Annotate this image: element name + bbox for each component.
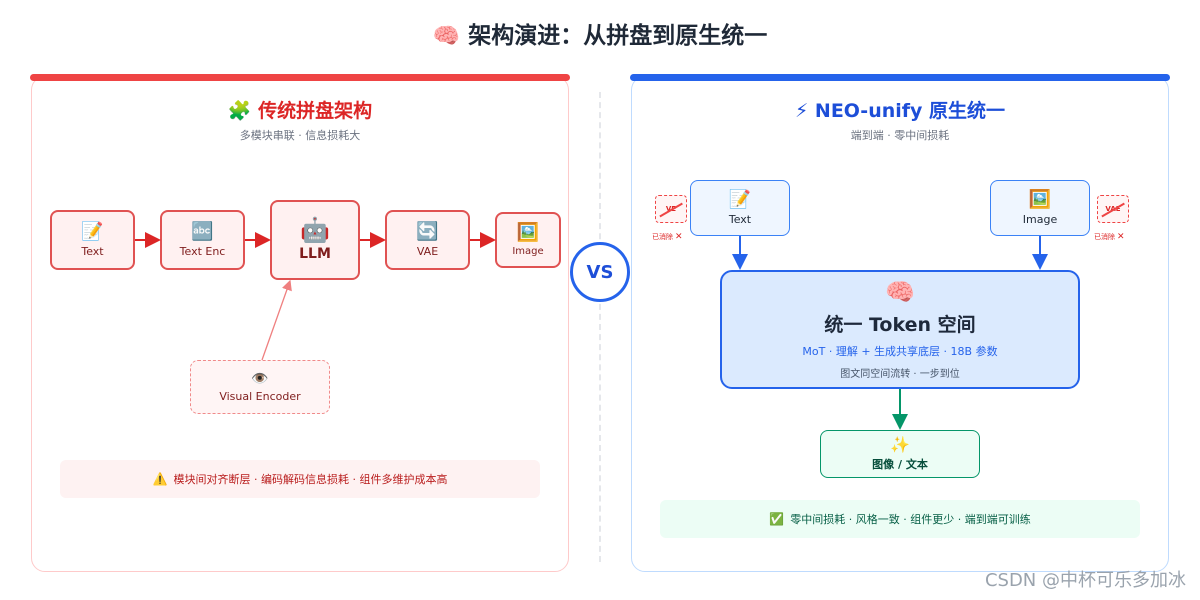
left-note: ⚠️ 模块间对齐断层 · 编码解码信息损耗 · 组件多维护成本高: [60, 460, 540, 498]
node-text-right-label: Text: [728, 212, 752, 226]
token-subtitle-2: 图文同空间流转 · 一步到位: [840, 368, 960, 380]
sparkles-icon: ✨: [890, 434, 910, 454]
warning-icon: ⚠️: [152, 472, 168, 486]
vs-badge: VS: [570, 242, 630, 302]
node-llm: 🤖 LLM: [270, 200, 360, 280]
node-image: 🖼️ Image: [495, 212, 561, 268]
cross-icon: ✕: [675, 232, 683, 242]
left-panel-subtitle: 多模块串联 · 信息损耗大: [239, 129, 361, 142]
node-text-enc: 🔤 Text Enc: [160, 210, 245, 270]
brain-icon: 🧠: [432, 24, 461, 49]
token-subtitle: MoT · 理解 + 生成共享底层 · 18B 参数: [802, 344, 998, 358]
center-divider: [599, 92, 601, 562]
node-text-label: Text: [81, 244, 104, 258]
node-image-label: Image: [512, 245, 544, 257]
left-title-text: 传统拼盘架构: [258, 100, 373, 122]
removed-ve-box: VE: [655, 195, 687, 223]
lightning-icon: ⚡: [794, 100, 809, 122]
left-note-text: 模块间对齐断层 · 编码解码信息损耗 · 组件多维护成本高: [173, 473, 448, 486]
node-text: 📝 Text: [50, 210, 135, 270]
removed-vae-label-text: 已消除: [1094, 233, 1115, 241]
left-panel-bar: [30, 74, 570, 81]
puzzle-icon: 🧩: [227, 100, 252, 122]
brain-icon: 🧠: [885, 277, 915, 306]
right-panel-subtitle: 端到端 · 零中间损耗: [850, 129, 950, 142]
image-icon: 🖼️: [516, 221, 540, 243]
right-note: ✅ 零中间损耗 · 风格一致 · 组件更少 · 端到端可训练: [660, 500, 1140, 538]
left-panel-title: 🧩 传统拼盘架构: [31, 96, 569, 123]
abc-icon: 🔤: [191, 220, 214, 242]
cross-icon: ✕: [1117, 232, 1125, 242]
refresh-icon: 🔄: [416, 220, 439, 242]
node-image-right-label: Image: [1022, 212, 1058, 226]
right-note-text: 零中间损耗 · 风格一致 · 组件更少 · 端到端可训练: [790, 513, 1031, 526]
removed-ve-label-text: 已消除: [652, 233, 673, 241]
right-title-text: NEO-unify 原生统一: [814, 100, 1006, 122]
node-visual-label: Visual Encoder: [219, 389, 301, 403]
node-text-right: 📝 Text: [690, 180, 790, 236]
node-visual-encoder: 👁️ Visual Encoder: [190, 360, 330, 414]
memo-icon: 📝: [728, 188, 752, 210]
check-icon: ✅: [769, 512, 785, 526]
image-icon: 🖼️: [1028, 188, 1052, 210]
page-title: 🧠 架构演进：从拼盘到原生统一: [0, 16, 1200, 50]
right-panel-title: ⚡ NEO-unify 原生统一: [631, 96, 1169, 123]
token-title: 统一 Token 空间: [824, 313, 976, 336]
memo-icon: 📝: [81, 220, 104, 242]
node-image-right: 🖼️ Image: [990, 180, 1090, 236]
node-output-label: 图像 / 文本: [872, 457, 928, 471]
node-text-enc-label: Text Enc: [179, 244, 226, 258]
node-llm-label: LLM: [299, 246, 331, 262]
node-vae: 🔄 VAE: [385, 210, 470, 270]
page-title-text: 架构演进：从拼盘到原生统一: [468, 23, 768, 49]
removed-ve-label: 已消除✕: [652, 232, 683, 242]
node-vae-label: VAE: [416, 244, 439, 258]
removed-vae-box: VAE: [1097, 195, 1129, 223]
unified-token-box: 🧠 统一 Token 空间 MoT · 理解 + 生成共享底层 · 18B 参数…: [720, 270, 1080, 389]
watermark: CSDN @中杯可乐多加冰: [984, 570, 1186, 591]
eye-icon: 👁️: [251, 370, 269, 387]
robot-icon: 🤖: [300, 216, 330, 244]
node-output: ✨ 图像 / 文本: [820, 430, 980, 478]
right-panel-bar: [630, 74, 1170, 81]
removed-vae-label: 已消除✕: [1094, 232, 1125, 242]
